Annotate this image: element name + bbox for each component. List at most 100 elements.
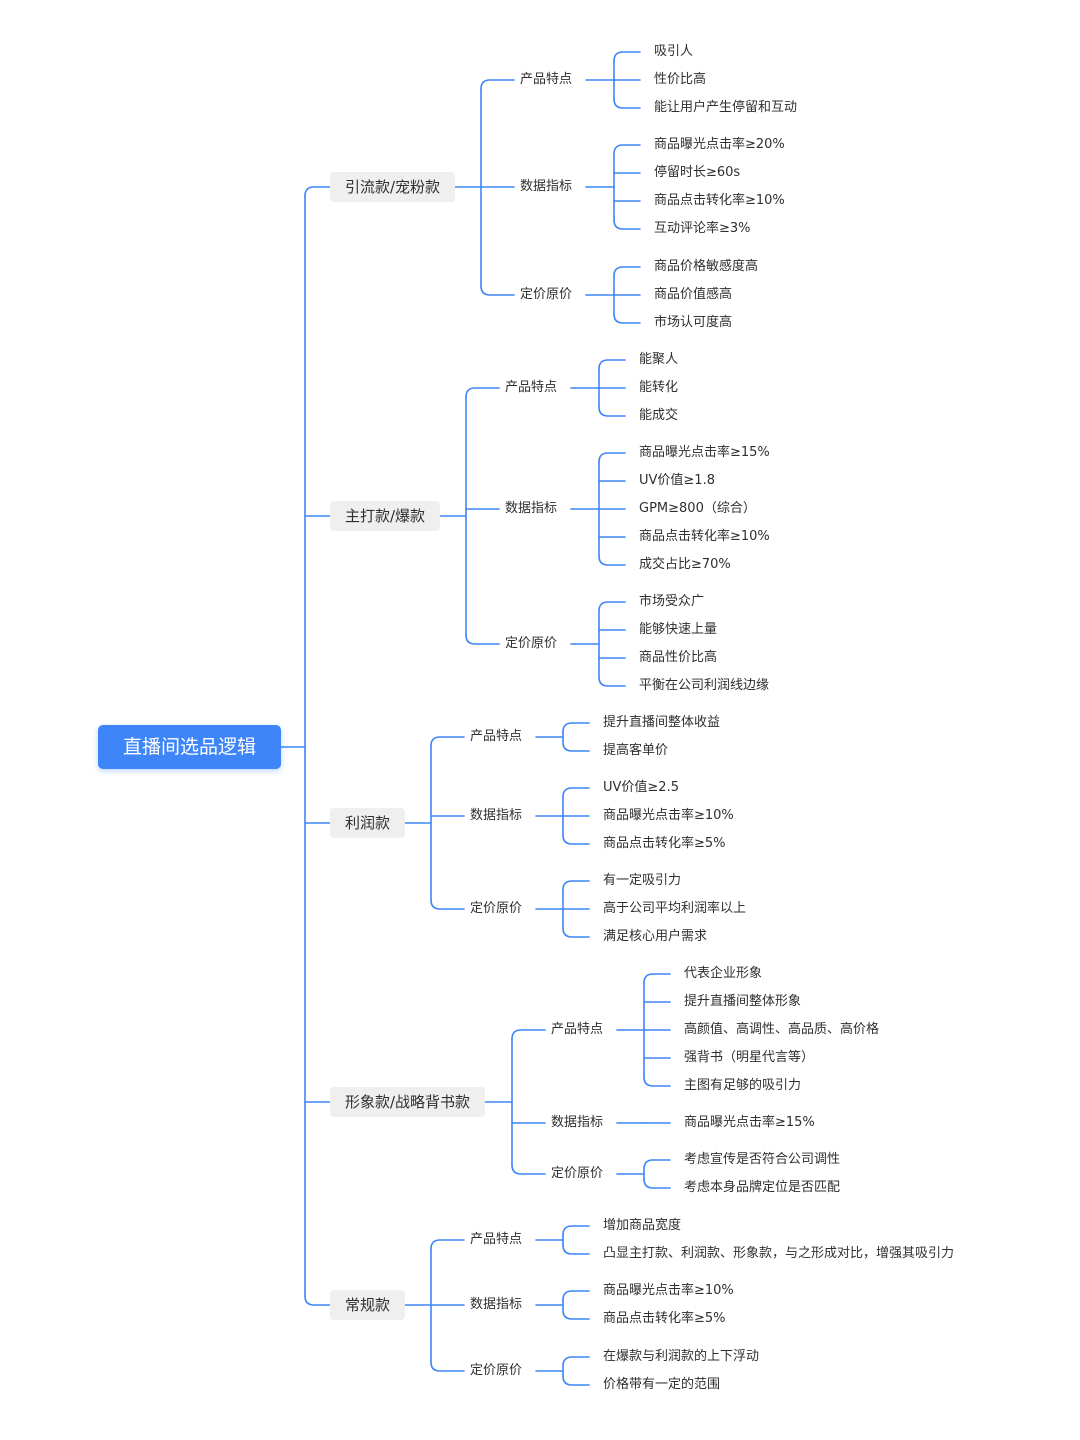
- leaf-item[interactable]: 高颜值、高调性、高品质、高价格: [684, 1022, 880, 1037]
- group-label[interactable]: 定价原价: [520, 287, 573, 302]
- group-label[interactable]: 产品特点: [551, 1022, 604, 1037]
- group-label[interactable]: 数据指标: [505, 501, 558, 516]
- category-node[interactable]: 利润款: [330, 808, 406, 838]
- category-branch-0-link-2: [480, 285, 515, 296]
- group-branch-1-1-link-0: [598, 452, 626, 463]
- leaf-item[interactable]: 商品曝光点击率≥20%: [654, 137, 785, 152]
- group-branch-4-2-link-1: [562, 1375, 590, 1386]
- leaf-item[interactable]: 商品点击转化率≥10%: [639, 529, 770, 544]
- leaf-item[interactable]: 吸引人: [654, 44, 694, 59]
- group-branch-2-2-link-2: [562, 927, 590, 938]
- category-branch-3-link-2: [511, 1164, 546, 1175]
- group-label[interactable]: 产品特点: [470, 729, 523, 744]
- group-label[interactable]: 数据指标: [470, 808, 523, 823]
- group-label[interactable]: 数据指标: [470, 1297, 523, 1312]
- leaf-item[interactable]: 考虑宣传是否符合公司调性: [684, 1152, 841, 1167]
- leaf-item[interactable]: 商品点击转化率≥5%: [603, 1311, 726, 1326]
- leaf-item[interactable]: 强背书（明星代言等）: [684, 1050, 815, 1065]
- group-branch-2-1-link-0: [562, 787, 590, 798]
- category-node[interactable]: 形象款/战略背书款: [330, 1087, 486, 1117]
- leaf-item[interactable]: 价格带有一定的范围: [603, 1377, 721, 1392]
- root-topic[interactable]: 直播间选品逻辑: [98, 725, 282, 769]
- group-branch-0-1-link-3: [613, 219, 641, 230]
- leaf-item[interactable]: 成交占比≥70%: [639, 557, 731, 572]
- group-branch-4-1-link-1: [562, 1309, 590, 1320]
- leaf-item[interactable]: 满足核心用户需求: [603, 929, 708, 944]
- root-branch-link-0: [304, 186, 331, 197]
- group-label[interactable]: 产品特点: [470, 1232, 523, 1247]
- category-branch-4-link-0: [430, 1239, 465, 1250]
- leaf-item[interactable]: 代表企业形象: [684, 966, 763, 981]
- category-node[interactable]: 引流款/宠粉款: [330, 172, 456, 202]
- category-branch-3-link-0: [511, 1029, 546, 1040]
- group-label[interactable]: 定价原价: [505, 636, 558, 651]
- leaf-item[interactable]: 停留时长≥60s: [654, 165, 741, 180]
- group-label[interactable]: 定价原价: [551, 1166, 604, 1181]
- leaf-item[interactable]: 主图有足够的吸引力: [684, 1078, 802, 1093]
- group-branch-1-2-link-0: [598, 601, 626, 612]
- leaf-item[interactable]: 平衡在公司利润线边缘: [639, 678, 770, 693]
- leaf-item[interactable]: 商品性价比高: [639, 650, 718, 665]
- group-branch-1-2-link-3: [598, 676, 626, 687]
- group-label[interactable]: 产品特点: [505, 380, 558, 395]
- leaf-item[interactable]: 商品曝光点击率≥10%: [603, 808, 734, 823]
- leaf-item[interactable]: 增加商品宽度: [603, 1218, 682, 1233]
- leaf-item[interactable]: 提高客单价: [603, 743, 669, 758]
- leaf-item[interactable]: 市场认可度高: [654, 315, 733, 330]
- group-label[interactable]: 数据指标: [551, 1115, 604, 1130]
- category-branch-1-link-0: [465, 387, 500, 398]
- leaf-item[interactable]: 商品曝光点击率≥15%: [684, 1115, 815, 1130]
- leaf-item[interactable]: GPM≥800（综合）: [639, 501, 756, 516]
- leaf-item[interactable]: 商品曝光点击率≥15%: [639, 445, 770, 460]
- leaf-item[interactable]: 提升直播间整体形象: [684, 994, 802, 1009]
- leaf-item[interactable]: 市场受众广: [639, 594, 705, 609]
- group-branch-2-1-link-2: [562, 834, 590, 845]
- leaf-item[interactable]: 高于公司平均利润率以上: [603, 901, 747, 916]
- group-branch-0-0-link-0: [613, 51, 641, 62]
- group-branch-0-2-link-0: [613, 266, 641, 277]
- category-branch-0-link-0: [480, 79, 515, 90]
- leaf-item[interactable]: 能成交: [639, 408, 679, 423]
- group-branch-1-0-link-2: [598, 406, 626, 417]
- leaf-item[interactable]: 商品点击转化率≥5%: [603, 836, 726, 851]
- group-branch-4-2-link-0: [562, 1356, 590, 1367]
- category-branch-2-link-2: [430, 899, 465, 910]
- leaf-item[interactable]: UV价值≥1.8: [639, 473, 715, 488]
- leaf-item[interactable]: 商品点击转化率≥10%: [654, 193, 785, 208]
- leaf-item[interactable]: 凸显主打款、利润款、形象款，与之形成对比，增强其吸引力: [603, 1246, 955, 1261]
- leaf-item[interactable]: 在爆款与利润款的上下浮动: [603, 1349, 760, 1364]
- leaf-item[interactable]: 能让用户产生停留和互动: [654, 100, 798, 115]
- group-label[interactable]: 数据指标: [520, 179, 573, 194]
- group-label[interactable]: 定价原价: [470, 1363, 523, 1378]
- leaf-item[interactable]: 商品价值感高: [654, 287, 733, 302]
- leaf-item[interactable]: 考虑本身品牌定位是否匹配: [684, 1180, 841, 1195]
- leaf-item[interactable]: 商品曝光点击率≥10%: [603, 1283, 734, 1298]
- group-branch-4-0-link-1: [562, 1244, 590, 1255]
- group-label[interactable]: 产品特点: [520, 72, 573, 87]
- group-branch-0-1-link-0: [613, 144, 641, 155]
- leaf-item[interactable]: 有一定吸引力: [603, 873, 682, 888]
- category-branch-1-link-2: [465, 634, 500, 645]
- leaf-item[interactable]: 能聚人: [639, 352, 679, 367]
- leaf-item[interactable]: 提升直播间整体收益: [603, 715, 721, 730]
- group-branch-2-0-link-0: [562, 722, 590, 733]
- leaf-item[interactable]: UV价值≥2.5: [603, 780, 679, 795]
- group-branch-3-0-link-0: [643, 973, 671, 984]
- group-branch-4-1-link-0: [562, 1290, 590, 1301]
- group-branch-2-0-link-1: [562, 741, 590, 752]
- leaf-item[interactable]: 互动评论率≥3%: [654, 221, 751, 236]
- leaf-item[interactable]: 性价比高: [654, 72, 707, 87]
- leaf-item[interactable]: 能够快速上量: [639, 622, 718, 637]
- group-label[interactable]: 定价原价: [470, 901, 523, 916]
- group-branch-1-0-link-0: [598, 359, 626, 370]
- leaf-item[interactable]: 能转化: [639, 380, 679, 395]
- category-branch-4-link-2: [430, 1361, 465, 1372]
- group-branch-1-1-link-4: [598, 555, 626, 566]
- group-branch-3-2-link-1: [643, 1178, 671, 1189]
- group-branch-2-2-link-0: [562, 880, 590, 891]
- leaf-item[interactable]: 商品价格敏感度高: [654, 259, 759, 274]
- category-node[interactable]: 主打款/爆款: [330, 501, 441, 531]
- category-node[interactable]: 常规款: [330, 1290, 406, 1320]
